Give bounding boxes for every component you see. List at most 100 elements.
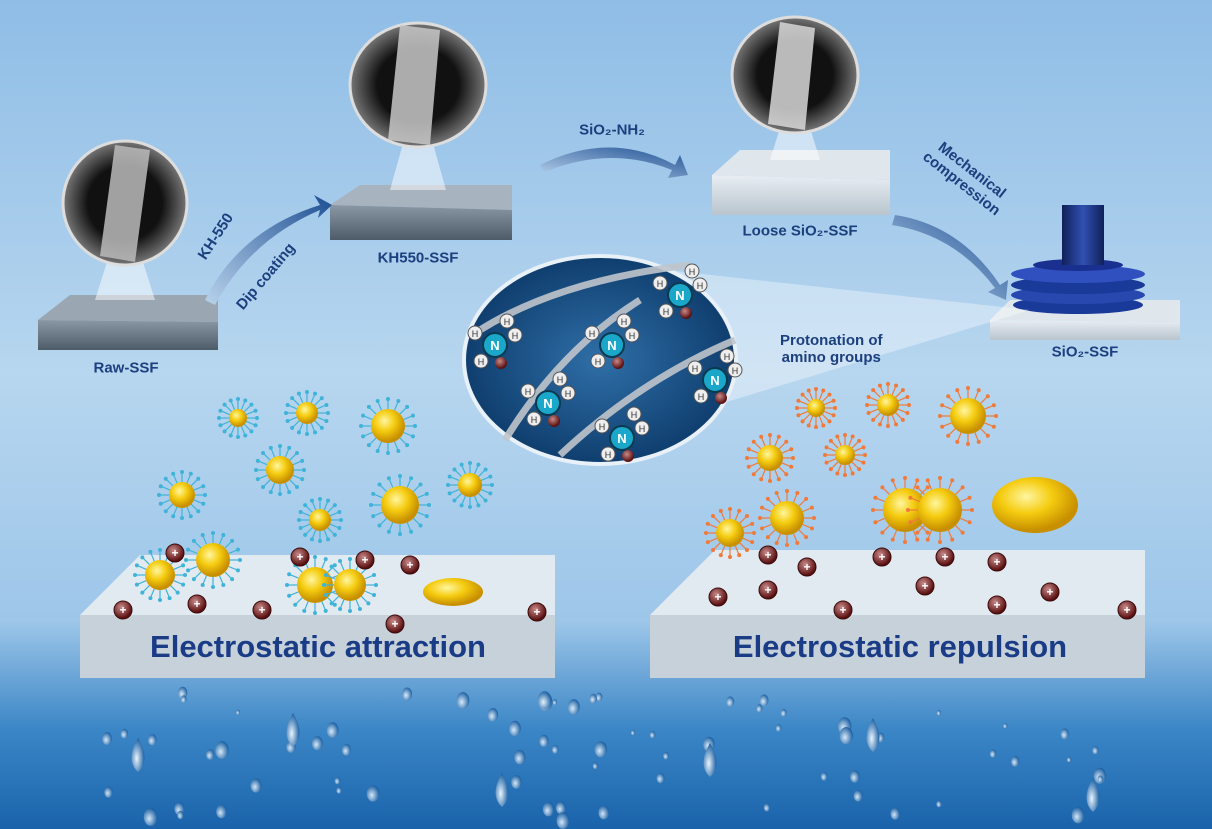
surfactant-tail [454,469,462,477]
oil-core [169,482,195,508]
surfactant-oil-droplet [284,390,330,436]
hydrogen-label: H [504,317,511,327]
hydrogen-atom [584,325,600,341]
surfactant-head [186,547,191,552]
surfactant-tail [321,559,326,569]
surfactant-tail [202,575,208,585]
surfactant-tail [980,428,988,436]
surfactant-head [488,491,493,496]
surfactant-head [940,403,945,408]
surfactant-tail [218,575,224,585]
surfactant-head [785,489,789,493]
surfactant-head [294,484,299,489]
surfactant-head [459,503,464,508]
surfactant-tail [454,493,462,501]
surfactant-head [866,411,871,416]
surfactant-head [966,442,970,446]
surfactant-head [268,445,273,450]
water-droplet [726,696,735,707]
nitrogen-atom [599,332,625,358]
surfactant-tail [876,497,885,503]
surfactant-tail [854,447,863,452]
hydrogen-atom [652,275,668,291]
surfactant-head [865,403,869,407]
surfactant-tail [369,437,377,445]
surfactant-head [298,509,303,514]
surfactant-head [338,558,343,563]
surfactant-head [326,537,331,542]
surfactant-head [158,484,163,489]
surfactant-head [287,445,292,450]
surfactant-tail [173,580,183,585]
surfactant-tail [193,499,203,504]
surfactant-tail [379,518,387,526]
surfactant-head [758,516,762,520]
repulsion-slab [650,550,1145,678]
surfactant-tail [960,497,969,503]
surfactant-tail [284,482,290,492]
positive-charge [935,547,955,567]
surfactant-tail [774,469,779,479]
surfactant-head [323,608,328,613]
surfactant-tail [295,565,303,573]
surfactant-head [835,471,840,476]
surfactant-head [908,495,913,500]
surfactant-tail [339,599,345,609]
water-droplet [589,693,597,704]
positive-charge [385,614,405,634]
water-droplet [1071,806,1085,824]
oil-core [229,409,247,427]
surfactant-head [285,419,290,424]
surfactant-tail [739,516,747,524]
surfactant-head [903,476,907,480]
surfactant-tail [137,565,147,570]
surfactant-tail [393,441,399,451]
nitrogen-atom [535,390,561,416]
surfactant-tail [818,391,824,400]
surfactant-tail [403,415,413,421]
surfactant-head [967,520,972,525]
surfactant-head [140,590,145,595]
surfactant-tail [955,487,963,495]
surfactant-head [861,445,866,450]
plus-sign: + [714,590,721,604]
surfactant-tail [837,437,842,446]
surfactant-tail [243,404,252,413]
surfactant-head [880,485,885,490]
label-electrostatic-attraction: Electrostatic attraction [150,629,486,664]
surfactant-head [243,398,248,403]
positive-charge [872,547,892,567]
surfactant-head [737,553,742,558]
surfactant-tail [329,511,339,517]
surfactant-tail [150,588,155,598]
surfactant-oil-droplet [795,387,837,429]
water-droplet [594,741,607,758]
surfactant-tail [369,407,377,415]
hydrogen-label: H [589,329,596,339]
plus-sign: + [258,603,265,617]
surfactant-head [890,478,895,483]
surfactant-head [796,413,801,418]
surfactant-head [309,498,314,503]
oil-core [266,456,294,484]
surfactant-head [175,590,180,595]
hydrogen-label: H [689,267,696,277]
surfactant-head [332,602,337,607]
surfactant-tail [186,506,191,516]
surfactant-tail [224,571,232,579]
surfactant-tail [799,410,808,416]
positive-charge [833,600,853,620]
surfactant-tail [289,591,299,596]
surfactant-tail [461,495,466,505]
hydrogen-label: H [621,317,628,327]
surfactant-head [760,526,765,531]
plus-sign: + [839,603,846,617]
surfactant-tail [339,561,345,571]
surfactant-head [319,396,324,401]
particles: +++++++++++++++++++++ [113,382,1137,634]
hydrogen-label: H [639,424,646,434]
surfactant-head [938,540,942,544]
surfactant-head [940,424,945,429]
nitrogen-label: N [490,338,499,353]
